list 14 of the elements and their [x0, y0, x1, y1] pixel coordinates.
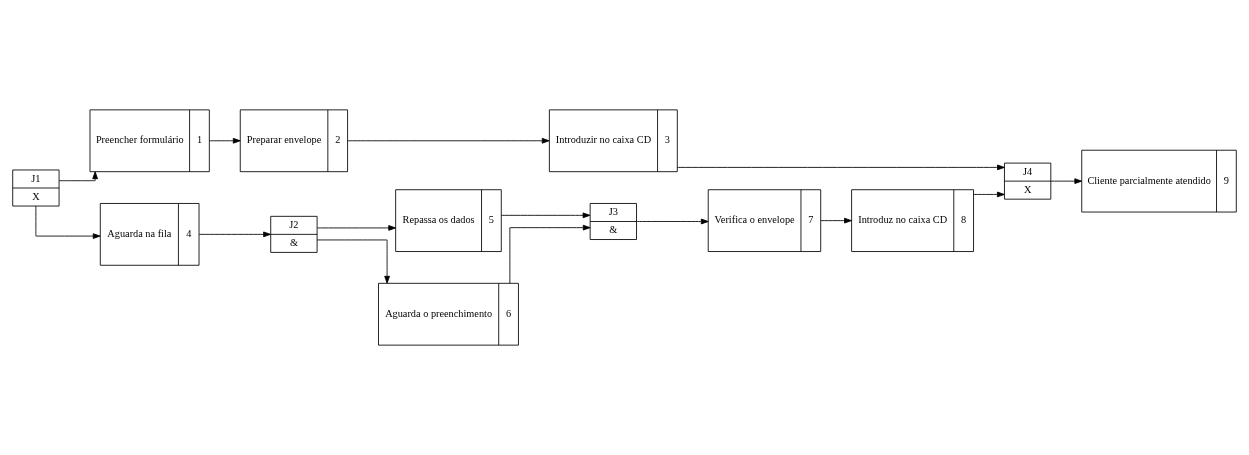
arrow [198, 231, 271, 238]
arrow [58, 171, 98, 182]
arrow [500, 212, 591, 219]
arrow [209, 137, 241, 144]
arrow [820, 217, 852, 224]
arrow [35, 205, 101, 239]
arrow [973, 191, 1005, 198]
arrow [316, 239, 390, 284]
arrow [347, 137, 550, 144]
arrow [509, 224, 591, 284]
arrow [676, 164, 1005, 171]
arrow [316, 225, 396, 231]
arrow [1050, 178, 1083, 184]
arrow [636, 218, 709, 225]
